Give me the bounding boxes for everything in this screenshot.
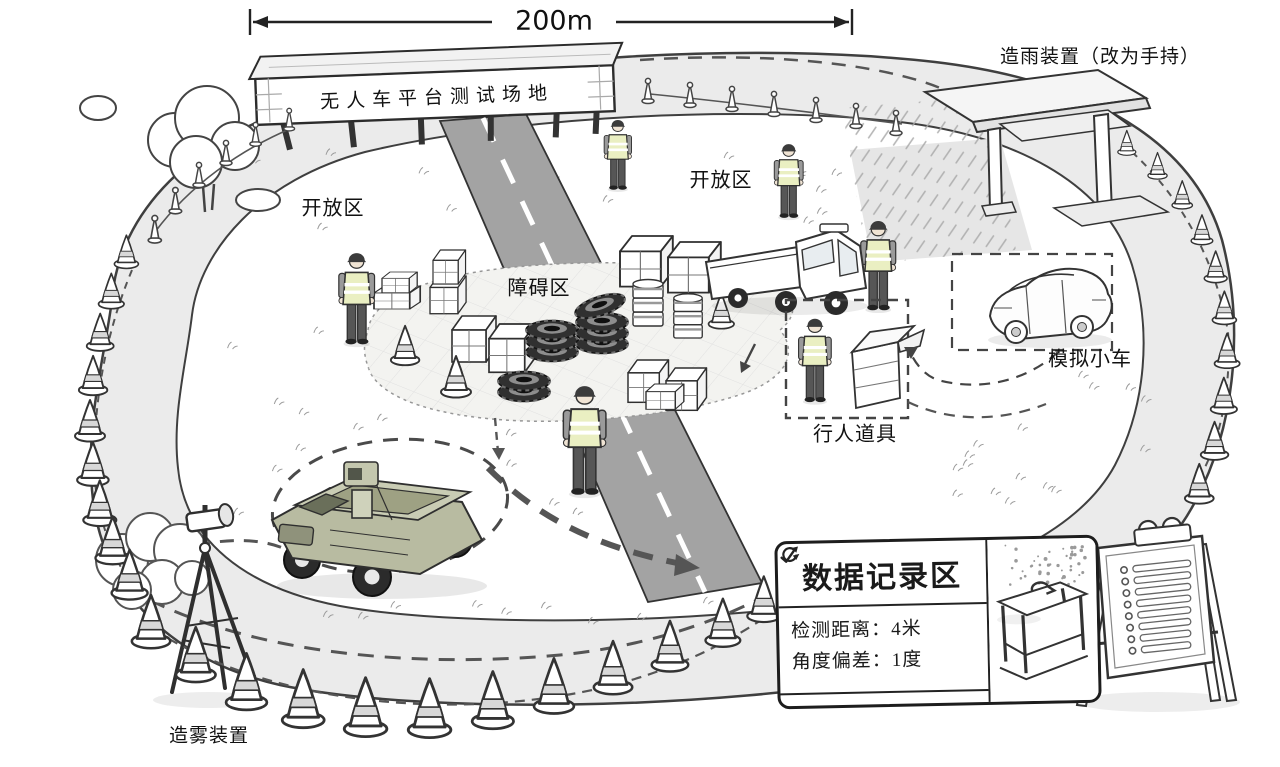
data-record-title: 数据记录区 (777, 539, 987, 609)
dimension-label: 200m (505, 5, 603, 37)
table-sketch-icon (995, 544, 1090, 681)
metric-angle-deviation-text: 角度偏差：1度 (791, 649, 923, 674)
zone-label-open-left: 开放区 (301, 197, 365, 220)
fog-device-label: 造雾装置 (168, 725, 250, 747)
car-dashed-zone (950, 252, 1114, 352)
data-record-table-sketch (987, 537, 1099, 702)
data-record-metrics: 检测距离：4米 角度偏差：1度 (779, 546, 989, 693)
data-record-panel: 数据记录区 检测距离：4米 角度偏差：1度 (774, 534, 1102, 710)
metric-angle-deviation: 角度偏差：1度 (782, 547, 982, 674)
rain-spray (842, 96, 1016, 264)
test-van (704, 223, 868, 315)
metric-detection-distance-text: 检测距离：4米 (790, 618, 922, 643)
fog-machine-tripod (153, 503, 263, 708)
dimension-line (248, 9, 854, 35)
trajectory-dashes-top (639, 56, 946, 92)
rain-gantry (922, 68, 1171, 227)
simulated-car (988, 267, 1113, 348)
rotate-arrow-icon (782, 547, 800, 562)
pedestrian-prop-box (784, 298, 1059, 420)
data-record-panel-text: 数据记录区 检测距离：4米 角度偏差：1度 (777, 539, 991, 707)
billboard-sign (247, 41, 624, 151)
dashed-route (149, 401, 1047, 662)
metric-detection-distance: 检测距离：4米 (780, 546, 982, 643)
zone-label-obstacle: 障碍区 (507, 277, 571, 300)
rain-device-label: 造雨装置（改为手持） (999, 46, 1201, 68)
ugv (270, 461, 487, 599)
direction-arrow-small (740, 343, 757, 373)
label-simulated-car: 模拟小车 (1048, 348, 1132, 371)
label-pedestrian-prop: 行人道具 (813, 423, 897, 446)
checklist-lines (1119, 559, 1192, 655)
zone-label-open-right: 开放区 (689, 169, 753, 192)
clipboard-easel (1075, 516, 1240, 712)
ugv-path-loop (270, 437, 510, 575)
